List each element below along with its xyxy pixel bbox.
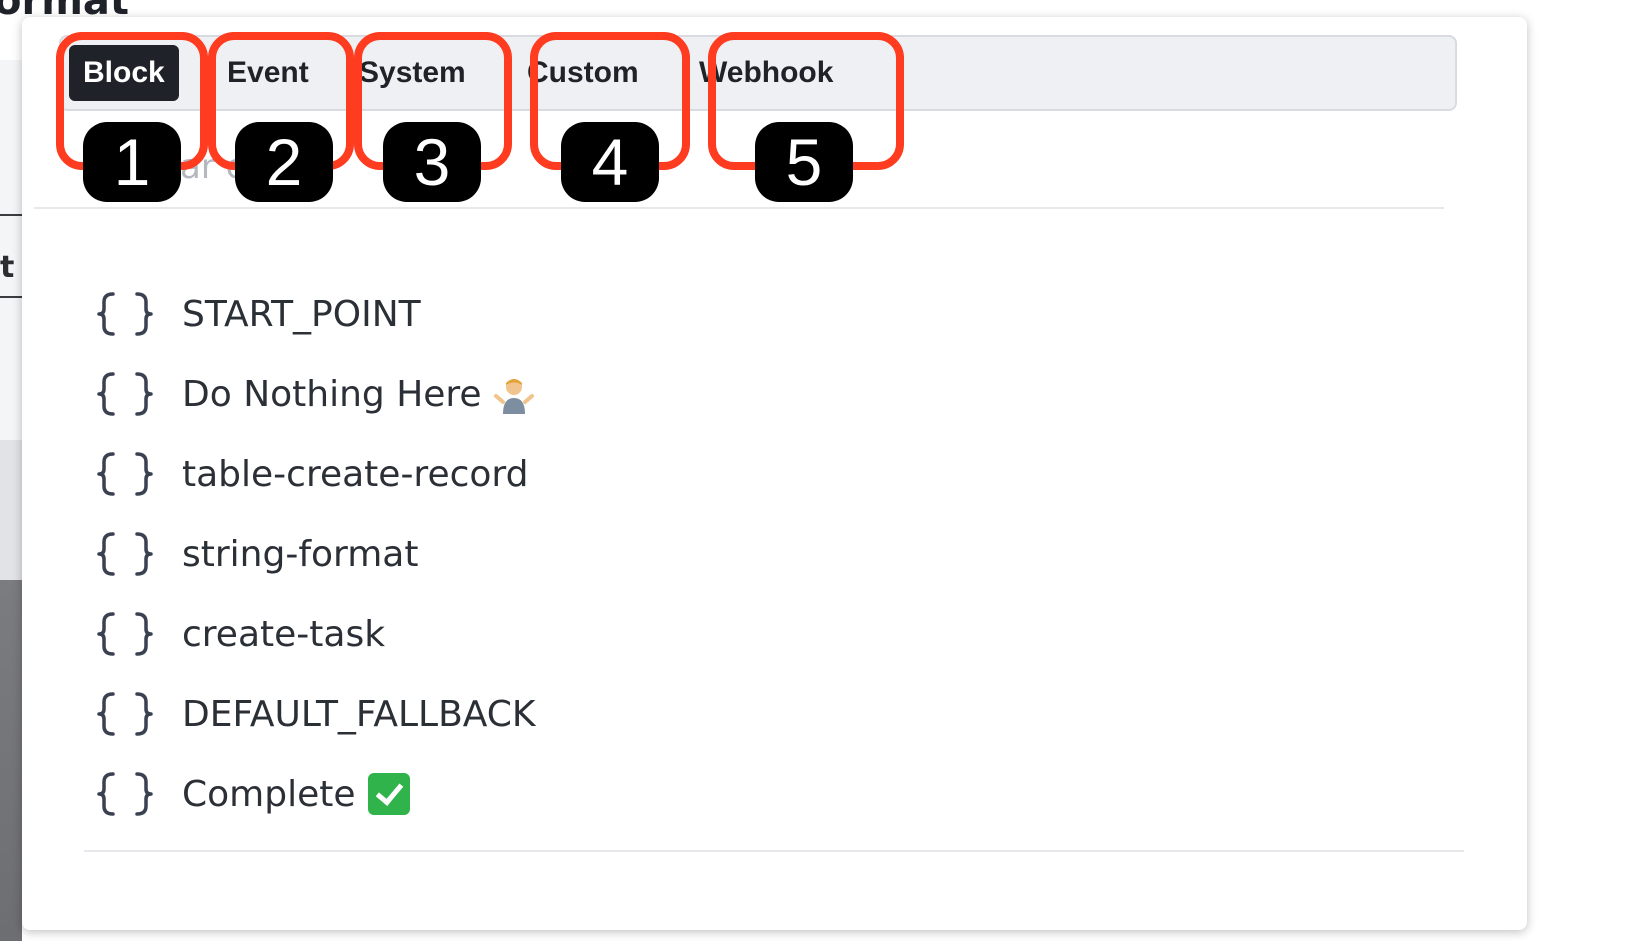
list-item[interactable]: DEFAULT_FALLBACK xyxy=(97,674,536,754)
popover-arrow xyxy=(30,479,46,511)
list-item[interactable]: string-format xyxy=(97,514,536,594)
tab-block[interactable]: Block xyxy=(69,45,179,101)
list-item[interactable]: table-create-record xyxy=(97,434,536,514)
list-item[interactable]: create-task xyxy=(97,594,536,674)
background-divider xyxy=(0,296,22,298)
list-item[interactable]: Complete xyxy=(97,754,536,834)
curly-braces-icon xyxy=(97,449,153,499)
tab-event[interactable]: Event xyxy=(227,56,309,89)
tab-custom[interactable]: Custom xyxy=(527,56,639,89)
item-label: Complete xyxy=(182,773,356,815)
background-left-panel xyxy=(0,60,22,941)
background-side-text: t xyxy=(0,250,15,285)
curly-braces-icon xyxy=(97,769,153,819)
curly-braces-icon xyxy=(97,369,153,419)
curly-braces-icon xyxy=(97,529,153,579)
category-tab-bar: Block Event System Custom Webhook xyxy=(59,35,1457,111)
tab-webhook[interactable]: Webhook xyxy=(699,56,834,89)
item-label: START_POINT xyxy=(182,293,421,335)
person-shrugging-icon xyxy=(493,374,534,414)
block-picker-popover: Block Event System Custom Webhook ar eg … xyxy=(22,17,1527,930)
list-item[interactable]: Do Nothing Here xyxy=(97,354,536,434)
list-item[interactable]: START_POINT xyxy=(97,274,536,354)
curly-braces-icon xyxy=(97,609,153,659)
curly-braces-icon xyxy=(97,289,153,339)
block-list: START_POINT Do Nothing Here table-create… xyxy=(97,274,536,834)
check-mark-button-icon xyxy=(367,773,410,815)
header-divider xyxy=(34,207,1444,209)
item-label: Do Nothing Here xyxy=(182,373,482,415)
item-label: create-task xyxy=(182,613,386,655)
tab-system[interactable]: System xyxy=(359,56,466,89)
footer-divider xyxy=(84,850,1464,852)
curly-braces-icon xyxy=(97,689,153,739)
item-label: string-format xyxy=(182,533,419,575)
background-divider xyxy=(0,214,22,216)
item-label: table-create-record xyxy=(182,453,529,495)
search-input[interactable]: ar eg zin xyxy=(180,147,328,187)
item-label: DEFAULT_FALLBACK xyxy=(182,693,536,735)
